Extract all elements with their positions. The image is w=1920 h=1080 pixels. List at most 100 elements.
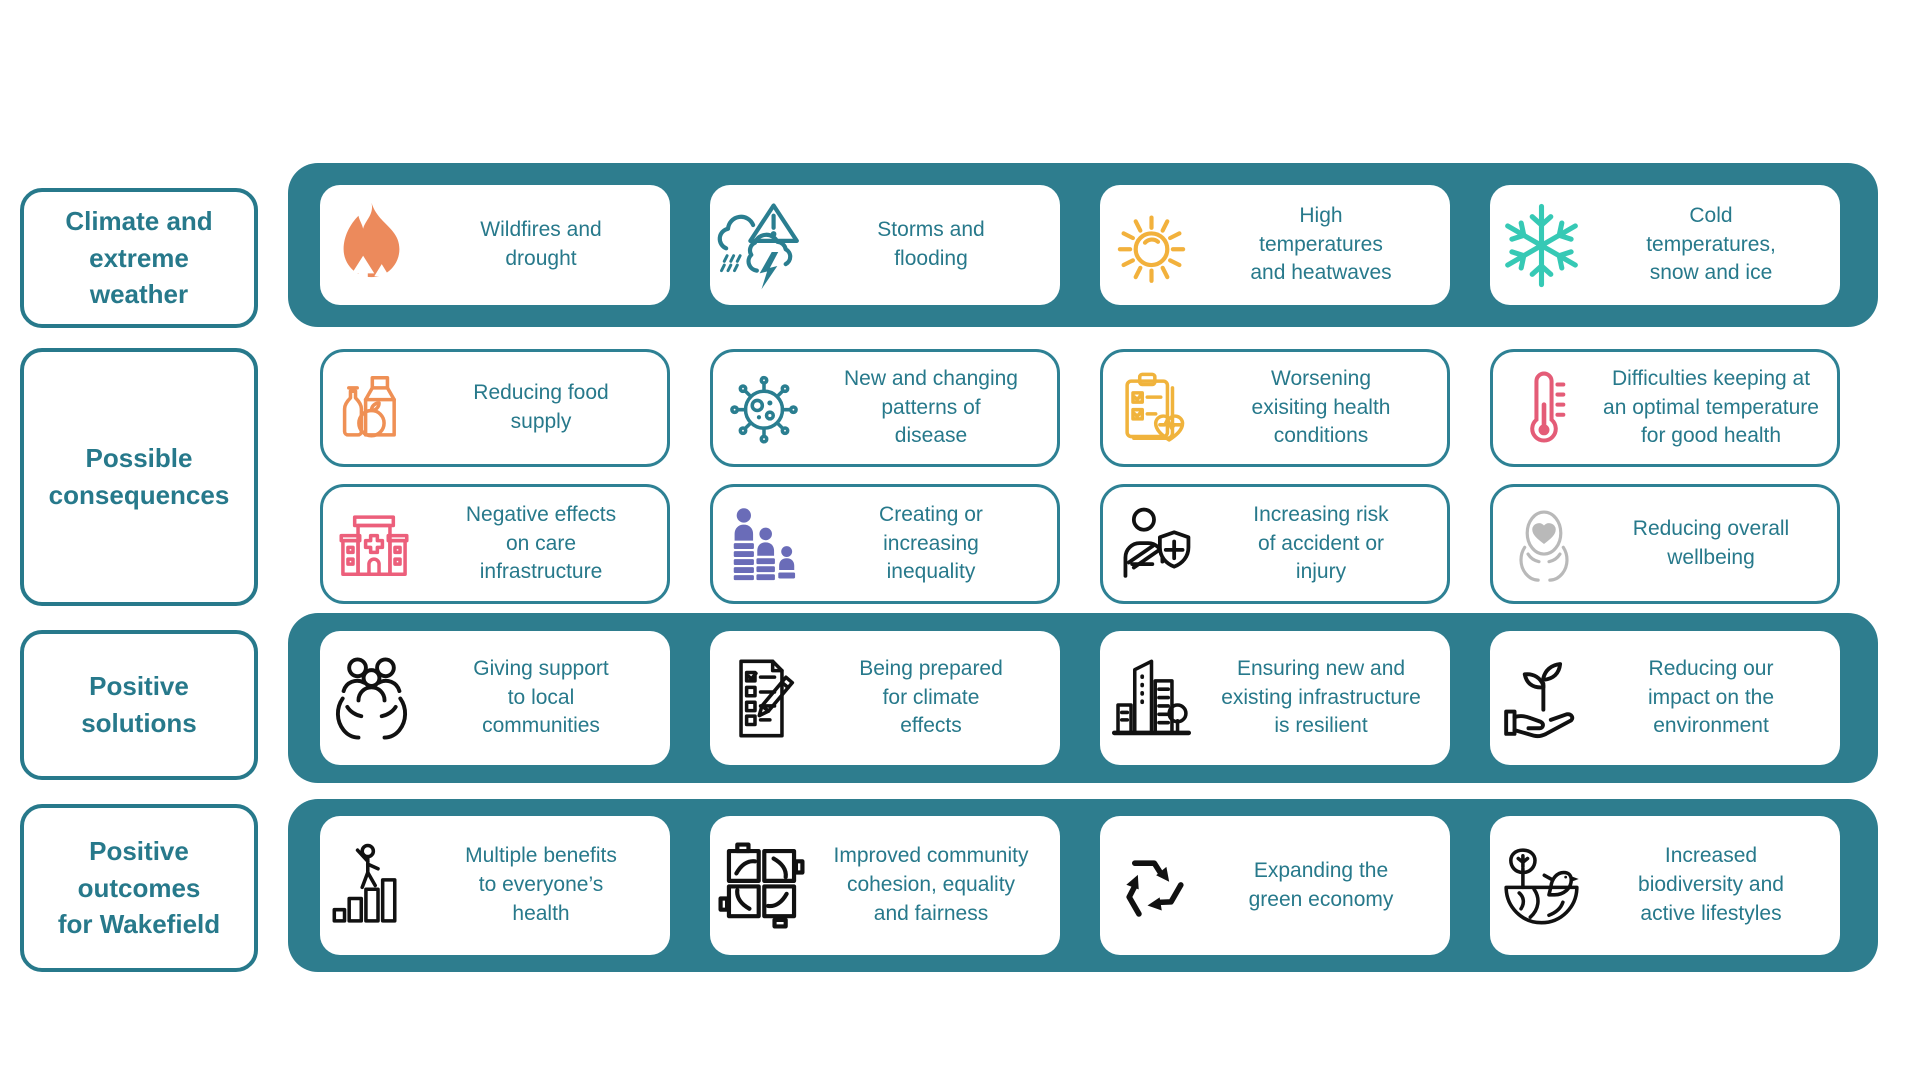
card-label-line: biodiversity and bbox=[1638, 873, 1784, 897]
card-label-line: communities bbox=[482, 714, 600, 738]
card-label-line: Cold bbox=[1689, 203, 1733, 227]
card-label-line: health bbox=[512, 901, 570, 925]
card-label-line: an optimal temperature bbox=[1603, 395, 1819, 419]
card-label-line: Giving support bbox=[473, 656, 609, 680]
card-label-line: of accident or bbox=[1257, 531, 1385, 555]
card-label: Giving support to local communities bbox=[422, 655, 670, 742]
card-community-support: Giving support to local communities bbox=[320, 631, 670, 765]
community-support-icon bbox=[320, 652, 422, 745]
card-label: Multiple benefits to everyone’s health bbox=[422, 842, 670, 929]
card-label-line: patterns of bbox=[881, 395, 981, 419]
card-label-line: environment bbox=[1653, 714, 1769, 738]
card-label-line: High bbox=[1299, 203, 1343, 227]
card-label-line: to local bbox=[507, 685, 575, 709]
row-label-line: Positive bbox=[89, 835, 189, 866]
card-label-line: Worsening bbox=[1271, 366, 1371, 390]
thermometer-icon bbox=[1493, 366, 1595, 450]
card-biodiversity: Increased biodiversity and active lifestyl… bbox=[1490, 816, 1840, 955]
card-label-line: temperatures bbox=[1259, 232, 1383, 256]
card-label: High temperatures and heatwaves bbox=[1202, 202, 1450, 289]
wellbeing-icon bbox=[1493, 502, 1595, 586]
card-label-line: and heatwaves bbox=[1250, 261, 1392, 285]
card-label-line: Reducing food bbox=[473, 381, 609, 405]
card-label-line: Reducing our bbox=[1648, 656, 1774, 680]
card-label-line: New and changing bbox=[844, 366, 1018, 390]
card-groceries: Reducing food supply bbox=[320, 349, 670, 467]
card-label-line: impact on the bbox=[1647, 685, 1775, 709]
card-label-line: disease bbox=[894, 424, 968, 448]
card-label-line: for good health bbox=[1640, 424, 1782, 448]
card-label-line: Reducing overall bbox=[1632, 517, 1790, 541]
card-virus: New and changing patterns of disease bbox=[710, 349, 1060, 467]
card-label-line: conditions bbox=[1273, 424, 1369, 448]
card-label-line: Creating or bbox=[879, 502, 983, 526]
card-label-line: Negative effects bbox=[465, 502, 617, 526]
card-label: New and changing patterns of disease bbox=[815, 365, 1057, 452]
card-label-line: Multiple benefits bbox=[465, 844, 617, 868]
card-label-line: Expanding the bbox=[1253, 858, 1389, 882]
band-possible-consequences: Reducing food supply New and changing patte… bbox=[288, 348, 1878, 606]
recycling-icon bbox=[1100, 839, 1202, 932]
card-label-line: inequality bbox=[886, 560, 976, 584]
infrastructure-icon bbox=[1100, 652, 1202, 745]
card-label-line: supply bbox=[510, 410, 572, 433]
card-label: Being prepared for climate effects bbox=[812, 655, 1060, 742]
row-label-line: consequences bbox=[48, 480, 230, 510]
snowflake-icon bbox=[1490, 199, 1592, 292]
wildfire-icon bbox=[320, 199, 422, 292]
card-label-line: and fairness bbox=[873, 901, 989, 925]
injury-icon bbox=[1103, 502, 1205, 586]
card-label-line: for climate bbox=[882, 685, 980, 709]
card-label-line: infrastructure bbox=[479, 560, 603, 584]
row-label-line: extreme bbox=[89, 242, 189, 273]
card-label: Reducing our impact on the environment bbox=[1592, 655, 1840, 742]
row-label-line: Climate and bbox=[65, 205, 213, 236]
band-positive-outcomes: Multiple benefits to everyone’s health Impr… bbox=[288, 799, 1878, 972]
card-label-line: injury bbox=[1295, 560, 1347, 584]
band-positive-solutions: Giving support to local communities Being p… bbox=[288, 613, 1878, 783]
card-label-line: effects bbox=[900, 714, 962, 738]
card-label-line: Being prepared bbox=[859, 656, 1003, 680]
card-label-line: exisiting health bbox=[1251, 395, 1391, 419]
card-label: Worsening exisiting health conditions bbox=[1205, 365, 1447, 452]
checklist-icon bbox=[710, 652, 812, 745]
storm-icon bbox=[710, 199, 812, 292]
virus-icon bbox=[713, 366, 815, 450]
card-label-line: temperatures, bbox=[1646, 232, 1776, 256]
card-label-line: active lifestyles bbox=[1640, 901, 1782, 925]
card-label-line: Increased bbox=[1664, 844, 1758, 868]
biodiversity-icon bbox=[1490, 839, 1592, 932]
card-label-line: flooding bbox=[894, 247, 968, 270]
card-row: Giving support to local communities Being p… bbox=[320, 631, 1840, 765]
community-cohesion-icon bbox=[710, 839, 812, 932]
card-label-line: drought bbox=[505, 247, 577, 270]
card-label-line: to everyone’s bbox=[478, 873, 604, 897]
card-plant-hand: Reducing our impact on the environment bbox=[1490, 631, 1840, 765]
health-clipboard-icon bbox=[1103, 366, 1205, 450]
row-label-line: outcomes bbox=[77, 872, 201, 903]
inequality-icon bbox=[713, 502, 815, 586]
row-label-line: solutions bbox=[81, 708, 197, 738]
